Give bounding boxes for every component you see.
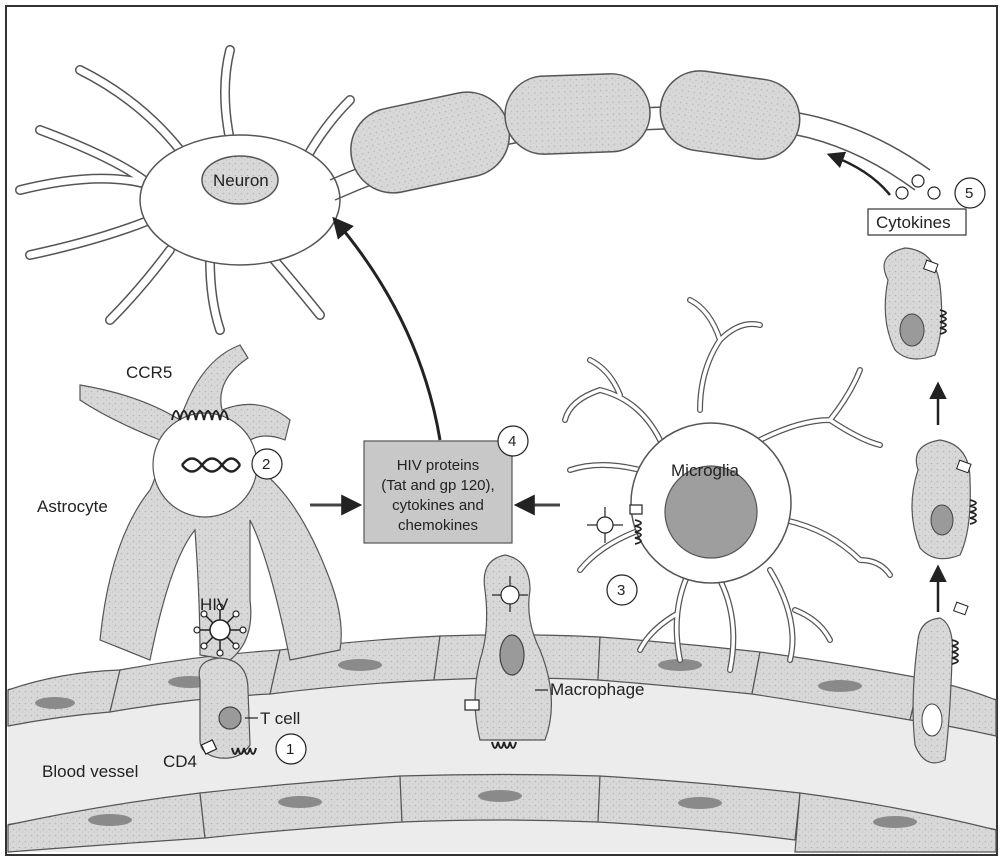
hiv-label: HIV [200,595,229,614]
t-cell-label: T cell [260,709,300,728]
box-line-3: cytokines and [392,497,484,514]
ccr5-label: CCR5 [126,363,172,382]
box-line-1: HIV proteins [397,457,480,474]
neuron [20,50,930,330]
blood-vessel-label: Blood vessel [42,762,138,781]
step-4-number: 4 [508,433,516,450]
microglia-label: Microglia [671,461,740,480]
astrocyte-label: Astrocyte [37,497,108,516]
neuron-label: Neuron [213,171,269,190]
cytokine-particles [896,175,940,199]
box-line-2: (Tat and gp 120), [381,477,494,494]
cytokines-label: Cytokines [876,213,951,232]
hiv-proteins-box: HIV proteins (Tat and gp 120), cytokines… [364,441,512,543]
arrow-cytokines-to-axon [830,155,890,195]
cd4-label: CD4 [163,752,197,771]
macrophage-label: Macrophage [550,680,645,699]
arrow-box-to-neuron [335,220,440,440]
step-3-number: 3 [617,582,625,599]
microglia [565,300,890,670]
box-line-4: chemokines [398,517,478,534]
macrophage-receptor [465,700,479,710]
step-5-number: 5 [965,185,973,202]
step-1-number: 1 [286,741,294,758]
step-2-number: 2 [262,456,270,473]
